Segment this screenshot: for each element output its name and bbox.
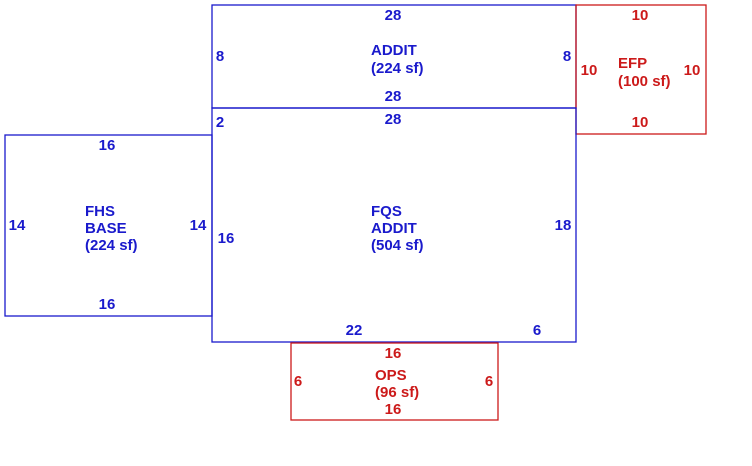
addit-dim-bottom: 28 — [385, 88, 402, 105]
ops-dim-right: 6 — [485, 373, 493, 390]
fhs-base-dim-left: 14 — [9, 217, 26, 234]
fqs-addit-label-line2: ADDIT — [371, 220, 417, 237]
area-fqs-addit[interactable]: 28 2 16 18 22 6 FQS ADDIT (504 sf) — [211, 107, 577, 343]
efp-dim-left: 10 — [581, 62, 598, 79]
efp-outline — [575, 4, 707, 135]
fqs-addit-label-line1: FQS — [371, 203, 402, 220]
fqs-addit-dim-top-left: 2 — [216, 114, 224, 131]
addit-dim-right: 8 — [563, 48, 571, 65]
addit-label-area: (224 sf) — [371, 60, 424, 77]
fhs-base-dim-top: 16 — [99, 137, 116, 154]
fhs-base-outline — [4, 134, 213, 317]
fqs-addit-dim-right: 18 — [555, 217, 572, 234]
ops-dim-left: 6 — [294, 373, 302, 390]
ops-dim-bottom: 16 — [385, 401, 402, 418]
ops-label-area: (96 sf) — [375, 384, 419, 401]
fqs-addit-dim-bottom-right: 6 — [533, 322, 541, 339]
fqs-addit-dim-top: 28 — [385, 111, 402, 128]
fqs-addit-dim-bottom-left: 22 — [346, 322, 363, 339]
fhs-base-label-area: (224 sf) — [85, 237, 138, 254]
efp-label-name: EFP — [618, 55, 647, 72]
fhs-base-dim-right: 14 — [190, 217, 207, 234]
addit-dim-left: 8 — [216, 48, 224, 65]
area-efp[interactable]: 10 10 10 10 EFP (100 sf) — [575, 4, 707, 135]
efp-label-area: (100 sf) — [618, 73, 671, 90]
ops-label-name: OPS — [375, 367, 407, 384]
efp-dim-top: 10 — [632, 7, 649, 24]
area-addit[interactable]: 28 8 8 28 ADDIT (224 sf) — [211, 4, 577, 109]
fqs-addit-label-area: (504 sf) — [371, 237, 424, 254]
ops-outline — [290, 342, 499, 421]
fhs-base-dim-bottom: 16 — [99, 296, 116, 313]
efp-dim-bottom: 10 — [632, 114, 649, 131]
area-ops[interactable]: 16 6 6 16 OPS (96 sf) — [290, 342, 499, 421]
area-fhs-base[interactable]: 16 14 14 16 FHS BASE (224 sf) — [4, 134, 213, 317]
addit-dim-top: 28 — [385, 7, 402, 24]
fhs-base-label-line2: BASE — [85, 220, 127, 237]
addit-label-name: ADDIT — [371, 42, 417, 59]
ops-dim-top: 16 — [385, 345, 402, 362]
fqs-addit-dim-left: 16 — [218, 230, 235, 247]
fhs-base-label-line1: FHS — [85, 203, 115, 220]
efp-dim-right: 10 — [684, 62, 701, 79]
